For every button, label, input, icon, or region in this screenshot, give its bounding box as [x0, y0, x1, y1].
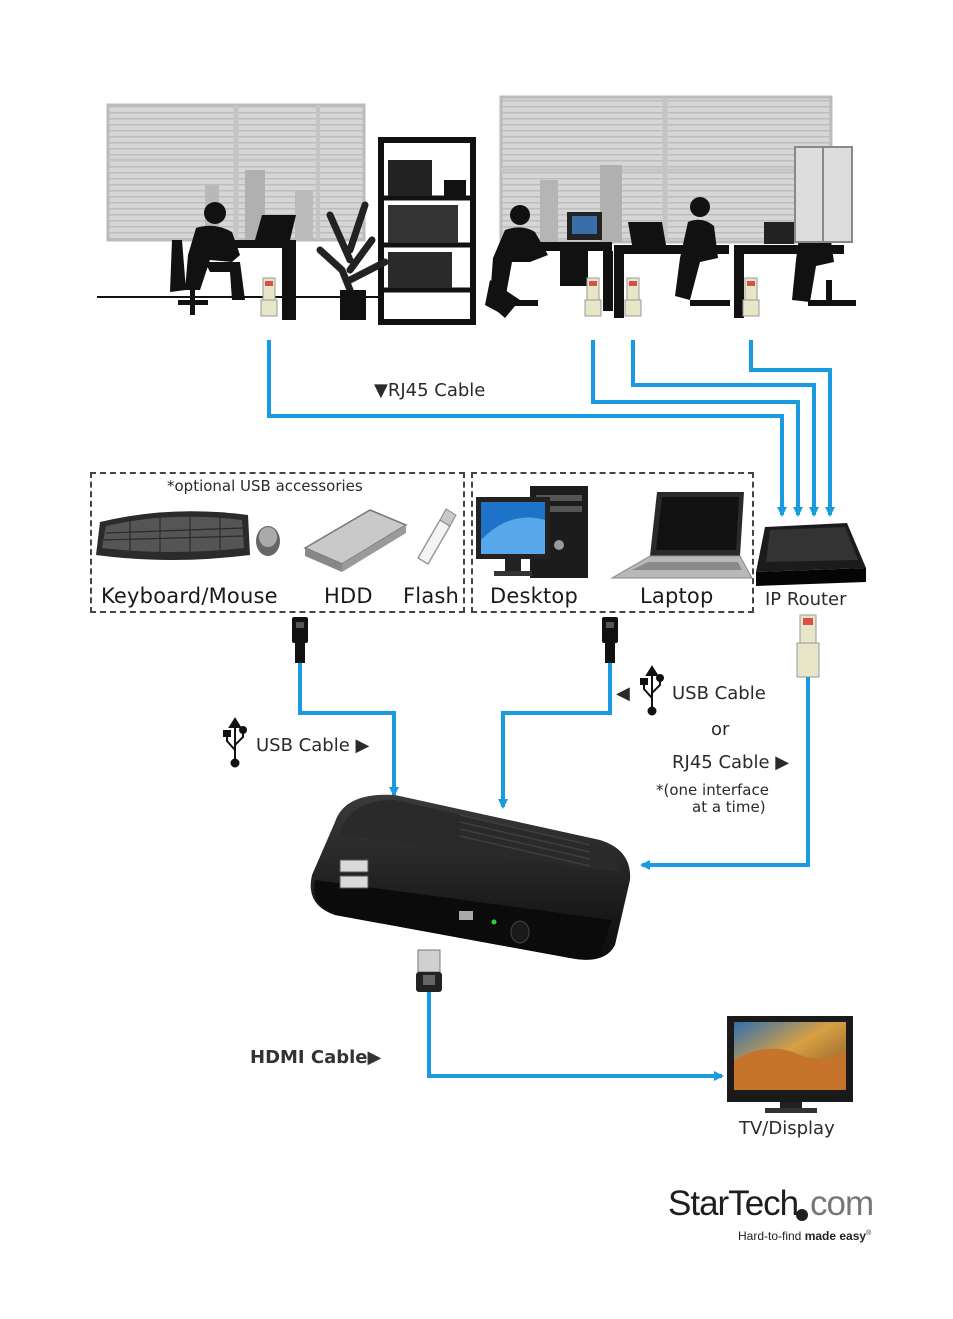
keyboard-mouse-label: Keyboard/Mouse — [101, 584, 278, 608]
usb-cable-left-label: USB Cable ▶ — [256, 735, 369, 756]
laptop-label: Laptop — [640, 584, 714, 608]
tagline-prefix: Hard-to-find — [738, 1229, 805, 1243]
rj45-cable-right-label: RJ45 Cable ▶ — [672, 752, 789, 773]
ip-router-icon — [756, 523, 866, 586]
hdd-label: HDD — [324, 584, 373, 608]
desktop-label: Desktop — [490, 584, 578, 608]
tagline-mark: ® — [866, 1230, 871, 1237]
tv-display-icon — [727, 1016, 853, 1113]
or-label: or — [711, 719, 729, 740]
extender-box — [311, 795, 630, 960]
flash-label: Flash — [403, 584, 459, 608]
bookshelf — [381, 140, 473, 322]
rj45-cable-top-label: ▼RJ45 Cable — [374, 380, 485, 401]
router-rj45-plug-icon — [797, 615, 819, 677]
tagline-bold: made easy — [805, 1229, 866, 1243]
optional-accessories-label: *optional USB accessories — [167, 477, 363, 495]
ip-router-label: IP Router — [765, 589, 847, 610]
office-window-left — [108, 105, 364, 240]
usb-plug-icon — [292, 617, 618, 663]
hdmi-cable-label: HDMI Cable▶ — [250, 1047, 381, 1068]
office-window-right — [501, 97, 831, 242]
hdmi-plug-icon — [416, 950, 442, 992]
hdmi-cable — [429, 992, 722, 1076]
logo-tagline: Hard-to-find made easy® — [738, 1229, 871, 1243]
startech-logo: StarTech com Hard-to-find made easy® — [668, 1184, 888, 1254]
logo-brand: StarTech — [668, 1184, 798, 1224]
tv-display-label: TV/Display — [739, 1118, 835, 1139]
logo-com: com — [810, 1184, 873, 1224]
usb-cable-right-label: USB Cable — [672, 683, 766, 704]
usb-cable-right-arrow: ◀ — [616, 683, 630, 704]
one-interface-note-1: *(one interface — [656, 781, 769, 799]
one-interface-note-2: at a time) — [692, 798, 766, 816]
